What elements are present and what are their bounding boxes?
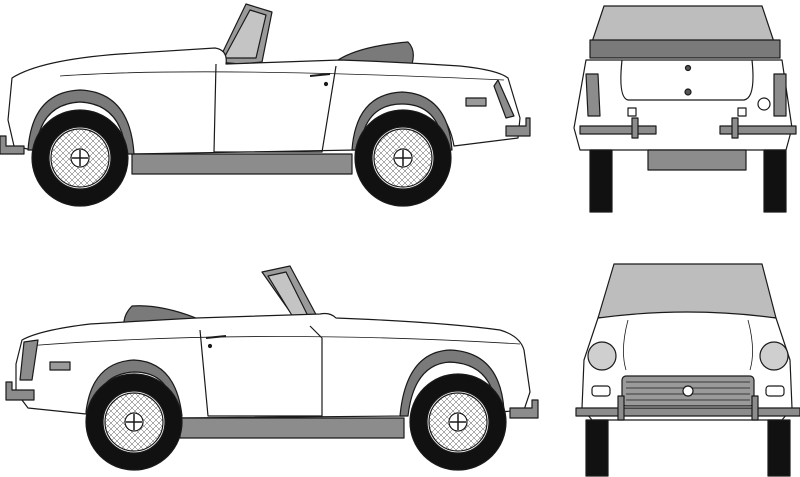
front-windshield xyxy=(597,263,777,319)
trunk-lock xyxy=(684,88,692,96)
front-grille xyxy=(621,375,755,407)
door-outline-right xyxy=(199,325,323,417)
side-marker-light xyxy=(465,97,487,107)
rear-folded-top xyxy=(591,5,775,43)
reverse-light xyxy=(757,97,771,111)
trunk-badge xyxy=(684,64,692,72)
rear-right-tire xyxy=(763,149,787,213)
rear-bumper-bars xyxy=(579,117,797,139)
front-wheel-right xyxy=(409,373,507,471)
rear-top-cover xyxy=(589,39,781,59)
hood-lines xyxy=(623,319,753,371)
front-fender-arch xyxy=(27,89,135,155)
body-crease xyxy=(59,71,505,81)
rear-left-tire xyxy=(589,149,613,213)
front-bumper xyxy=(0,135,25,155)
front-right-tire xyxy=(767,419,791,477)
right-headlight xyxy=(759,341,789,371)
rocker-sill xyxy=(131,153,353,175)
rear-bumper-right xyxy=(5,381,35,401)
front-bumper-bar xyxy=(575,395,800,421)
door-lock xyxy=(323,81,329,87)
trunk-lid xyxy=(620,59,754,101)
door-outline xyxy=(213,63,337,153)
door-lock-right xyxy=(207,343,213,349)
rear-bumper xyxy=(505,117,531,137)
rear-right-tail-light xyxy=(773,73,787,117)
rear-wheel-right xyxy=(85,373,183,471)
plate-lamp-left xyxy=(627,107,637,117)
rear-fender-arch xyxy=(351,91,453,151)
tail-light xyxy=(493,79,515,119)
right-indicator xyxy=(765,385,785,397)
front-left-tire xyxy=(585,419,609,477)
front-view xyxy=(575,263,800,477)
windshield xyxy=(217,3,273,65)
body-crease-right xyxy=(25,336,521,347)
door-handle xyxy=(309,73,331,77)
plate-lamp-right xyxy=(737,107,747,117)
tail-light-right xyxy=(19,339,39,381)
left-indicator xyxy=(591,385,611,397)
left-headlight xyxy=(587,341,617,371)
front-wheel xyxy=(31,109,129,207)
rear-valance xyxy=(647,149,747,171)
rear-left-tail-light xyxy=(585,73,601,117)
front-bumper-right xyxy=(509,399,539,419)
side-marker-light-right xyxy=(49,361,71,371)
rocker-sill-right xyxy=(179,417,405,439)
left-side-view xyxy=(0,3,531,207)
rear-view xyxy=(573,5,797,213)
rear-wheel xyxy=(354,109,452,207)
right-side-view xyxy=(5,265,539,471)
